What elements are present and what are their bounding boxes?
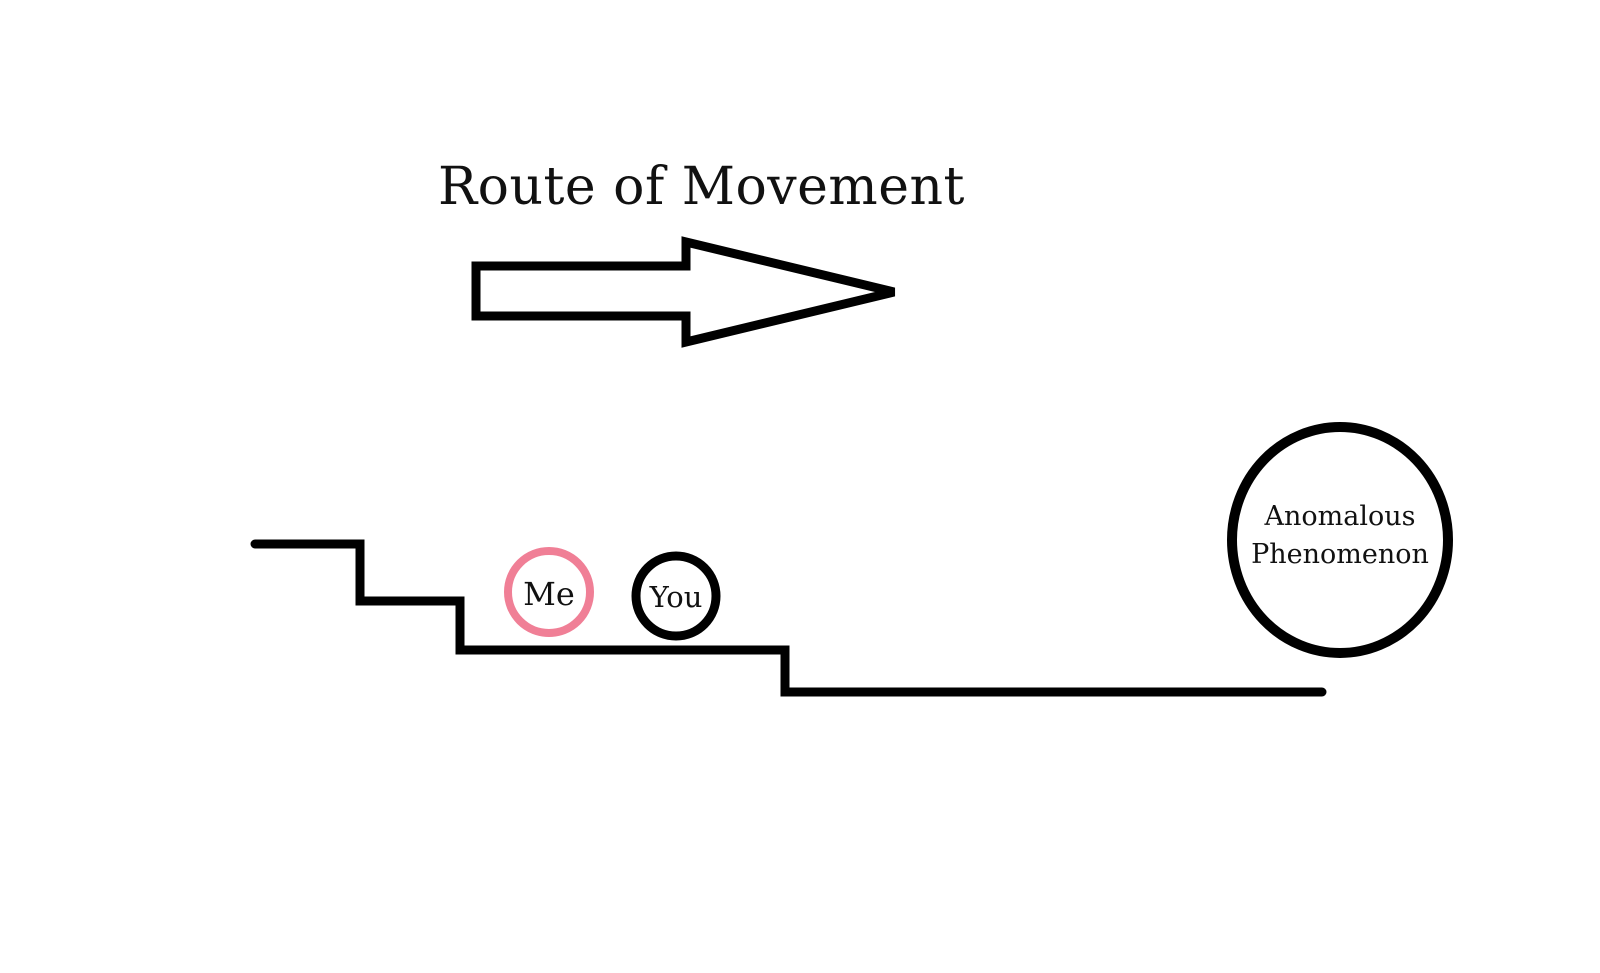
stair-path <box>250 539 1327 697</box>
diagram-title: Route of Movement <box>438 157 965 217</box>
direction-arrow-icon <box>471 236 896 348</box>
you-node: You <box>631 551 721 641</box>
anomaly-label-line1: Anomalous <box>1264 501 1416 532</box>
you-label: You <box>649 580 703 614</box>
me-label: Me <box>523 575 575 613</box>
anomaly-node: Anomalous Phenomenon <box>1227 422 1453 658</box>
me-circle <box>504 547 594 637</box>
anomaly-circle <box>1227 422 1453 658</box>
you-circle <box>631 551 721 641</box>
me-node: Me <box>504 547 594 637</box>
anomaly-label-line2: Phenomenon <box>1251 539 1429 570</box>
